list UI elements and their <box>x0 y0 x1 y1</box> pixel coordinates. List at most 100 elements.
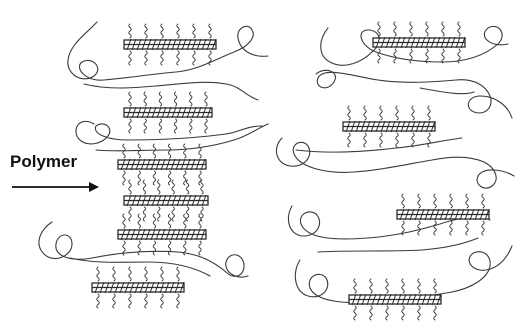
surfactant-tail <box>143 180 146 194</box>
clay-platelet <box>373 22 465 63</box>
polymer-chain <box>295 246 512 303</box>
clay-platelet <box>397 194 489 235</box>
clay-platelet <box>349 279 441 320</box>
surfactant-tail <box>184 171 187 185</box>
surfactant-tail <box>199 241 202 255</box>
surfactant-tail <box>428 133 431 147</box>
surfactant-tail <box>442 49 445 63</box>
surfactant-tail <box>161 51 164 65</box>
surfactant-tail <box>386 279 389 293</box>
surfactant-tail <box>186 180 189 194</box>
surfactant-tail <box>186 207 189 221</box>
surfactant-tail <box>193 51 196 65</box>
surfactant-tail <box>177 51 180 65</box>
surfactant-tail <box>145 51 148 65</box>
surfactant-tail <box>434 279 437 293</box>
surfactant-tail <box>177 294 180 308</box>
surfactant-tail <box>205 92 208 106</box>
surfactant-tail <box>168 144 171 158</box>
surfactant-tail <box>168 241 171 255</box>
surfactant-tail <box>138 171 141 185</box>
surfactant-tail <box>199 144 202 158</box>
surfactant-tail <box>138 214 141 228</box>
surfactant-tail <box>201 180 204 194</box>
surfactant-tail <box>458 22 461 36</box>
surfactant-tail <box>193 24 196 38</box>
surfactant-tail <box>159 119 162 133</box>
surfactant-tail <box>190 92 193 106</box>
surfactant-tail <box>138 241 141 255</box>
surfactant-tail <box>129 92 132 106</box>
surfactant-tail <box>466 194 469 208</box>
surfactant-tail <box>199 214 202 228</box>
surfactant-tail <box>396 133 399 147</box>
surfactant-tail <box>418 194 421 208</box>
surfactant-tail <box>364 106 367 120</box>
surfactant-tail <box>143 207 146 221</box>
surfactant-tail <box>442 22 445 36</box>
polymer-label-group: Polymer <box>10 152 99 192</box>
surfactant-tail <box>123 214 126 228</box>
surfactant-tail <box>168 214 171 228</box>
surfactant-tail <box>394 22 397 36</box>
surfactant-tail <box>426 49 429 63</box>
polymer-chain <box>84 82 258 100</box>
surfactant-tail <box>177 267 180 281</box>
clay-platelet <box>124 180 208 221</box>
surfactant-tail <box>97 267 100 281</box>
surfactant-tail <box>153 171 156 185</box>
surfactant-tail <box>190 119 193 133</box>
surfactant-tail <box>144 92 147 106</box>
surfactant-tail <box>172 180 175 194</box>
surfactant-tail <box>123 171 126 185</box>
surfactant-tail <box>129 180 132 194</box>
surfactant-tail <box>153 214 156 228</box>
clay-platelet <box>343 106 435 147</box>
surfactant-tail <box>158 207 161 221</box>
surfactant-tail <box>410 49 413 63</box>
surfactant-tail <box>380 133 383 147</box>
surfactant-tail <box>394 49 397 63</box>
surfactant-tail <box>177 24 180 38</box>
polymer-chain <box>276 138 514 188</box>
surfactant-tail <box>158 180 161 194</box>
surfactant-tail <box>144 119 147 133</box>
surfactant-tail <box>482 221 485 235</box>
polymer-chains <box>39 22 514 303</box>
surfactant-tail <box>426 22 429 36</box>
surfactant-tail <box>161 267 164 281</box>
polymer-chain <box>318 238 478 252</box>
surfactant-tail <box>370 279 373 293</box>
surfactant-tail <box>113 267 116 281</box>
surfactant-tail <box>386 306 389 320</box>
surfactant-tail <box>364 133 367 147</box>
surfactant-tail <box>161 294 164 308</box>
surfactant-tail <box>380 106 383 120</box>
surfactant-tail <box>113 294 116 308</box>
surfactant-tail <box>129 294 132 308</box>
surfactant-tail <box>370 306 373 320</box>
surfactant-tail <box>129 51 132 65</box>
surfactant-tail <box>348 133 351 147</box>
clay-platelet <box>124 92 212 133</box>
surfactant-tail <box>172 207 175 221</box>
surfactant-tail <box>410 22 413 36</box>
polymer-chain <box>68 22 268 80</box>
surfactant-tail <box>184 214 187 228</box>
surfactant-tail <box>428 106 431 120</box>
surfactant-tail <box>184 144 187 158</box>
surfactant-tail <box>174 119 177 133</box>
surfactant-tail <box>129 267 132 281</box>
surfactant-tail <box>402 306 405 320</box>
clay-platelet <box>118 214 206 255</box>
surfactant-tail <box>97 294 100 308</box>
surfactant-tail <box>450 194 453 208</box>
polymer-chain <box>70 258 210 276</box>
surfactant-tail <box>402 279 405 293</box>
surfactant-tail <box>450 221 453 235</box>
clay-platelet <box>124 24 216 65</box>
surfactant-tail <box>434 194 437 208</box>
surfactant-tail <box>129 119 132 133</box>
polymer-chain <box>96 124 268 151</box>
surfactant-tail <box>174 92 177 106</box>
